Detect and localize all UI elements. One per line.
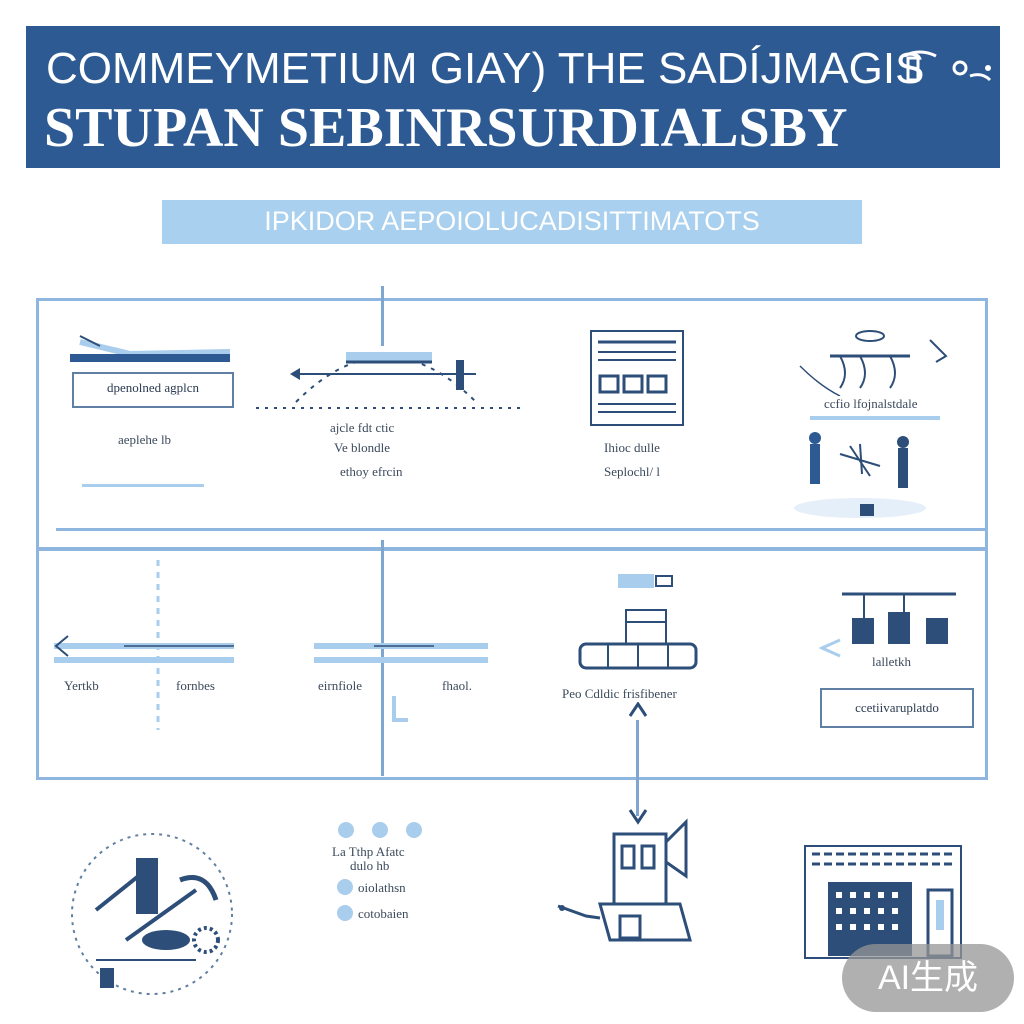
middle-panel3-label: Peo Cdldic frisfibener <box>560 686 679 702</box>
double-rail-icon <box>314 643 488 722</box>
workshop-scene-icon <box>794 330 948 518</box>
ramp-bar-icon <box>70 335 231 362</box>
panel4-caption: ccfio lfojnalstdale <box>820 396 922 412</box>
middle-panel1-left-label: Yertkb <box>64 678 99 693</box>
ai-generated-watermark: AI生成 <box>842 944 1014 1012</box>
legend-dots-icon <box>338 822 422 838</box>
middle-panel4-label: lalletkh <box>872 654 911 669</box>
connector-arrow-down <box>636 720 639 816</box>
arrow-up-icon <box>628 701 648 717</box>
panel3-caption-line-2: Seplochl/ l <box>604 464 660 479</box>
bottom-panel2-item-1: oiolathsn <box>358 880 406 895</box>
panel2-caption-line-3: ethoy efrcin <box>340 464 403 479</box>
dome-structure-icon <box>256 352 520 409</box>
bottom-panel2-header-line-1: La Tthp Afatc <box>332 844 405 859</box>
subtitle-text: IPKIDOR AEPOIOLUCADISITTIMATOTS <box>264 206 760 236</box>
bottom-panel2-item-2: cotobaien <box>358 906 409 921</box>
middle-panel1-right-label: fornbes <box>176 678 215 693</box>
title-banner <box>26 26 1000 168</box>
title-line-2: STUPAN SEBINRSURDIALSBY <box>44 97 848 159</box>
middle-panel2-left-label: eirnfiole <box>318 678 363 693</box>
equipment-rack-icon <box>818 592 956 658</box>
document-panel-icon <box>590 330 684 426</box>
arrow-down-icon <box>628 809 648 825</box>
panel1-underline <box>82 484 204 487</box>
middle-panel2-right-label: fhaol. <box>442 678 472 693</box>
crossing-lines-icon <box>54 560 234 730</box>
bottom-panel2-header-line-2: dulo hb <box>350 858 390 873</box>
banner-decoration-icon <box>903 50 992 82</box>
top-row-bottom-rule <box>56 528 986 531</box>
control-station-icon <box>557 818 692 942</box>
panel3-caption-line-1: Ihioc dulle <box>604 440 660 455</box>
panel1-caption: aeplehe lb <box>118 432 172 447</box>
middle-row-frame <box>36 548 988 780</box>
application-label-box: dpenolned agplcn <box>72 372 234 408</box>
machine-unit-icon <box>578 574 698 670</box>
middle-panel4-label-box: ccetiivaruplatdo <box>820 688 974 728</box>
panel2-caption-line-2: Ve blondle <box>334 440 390 455</box>
legend-bullet-1 <box>337 879 353 895</box>
gear-circle-icon <box>71 833 233 995</box>
panel2-caption-line-1: ajcle fdt ctic <box>330 420 395 435</box>
legend-bullet-2 <box>337 905 353 921</box>
title-line-1: COMMEYMETIUM GIAY) THE SADÍJMAGIS <box>46 44 925 93</box>
control-panel-icon <box>804 845 962 959</box>
subtitle-bar <box>162 200 862 244</box>
center-connector-top <box>381 286 384 346</box>
